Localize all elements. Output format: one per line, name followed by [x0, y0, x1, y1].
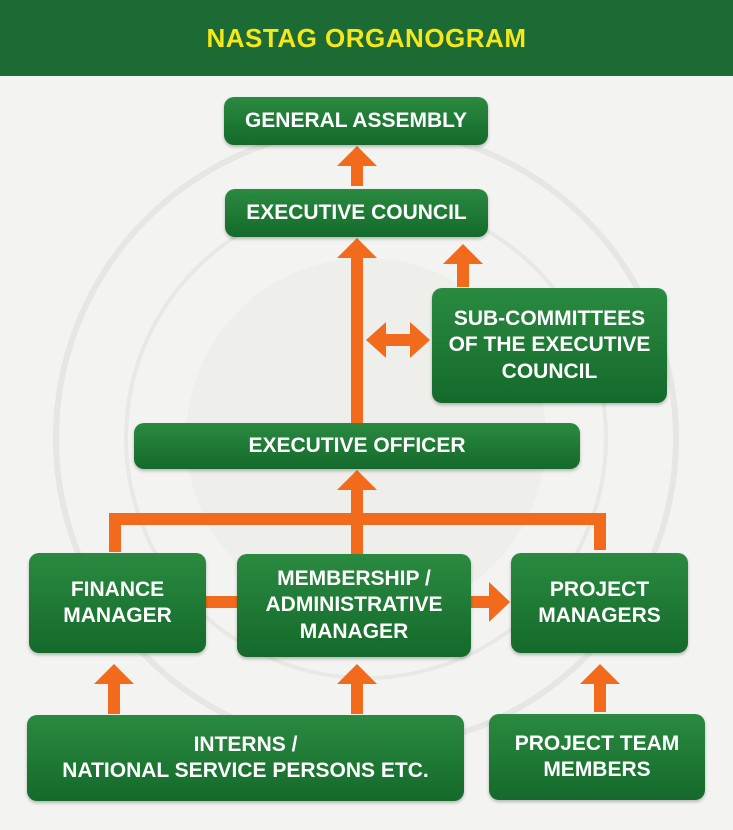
header-banner: NASTAG ORGANOGRAM — [0, 0, 733, 76]
project-managers-box: PROJECT MANAGERS — [511, 553, 688, 653]
executive-officer-box: EXECUTIVE OFFICER — [134, 423, 580, 469]
page-title: NASTAG ORGANOGRAM — [206, 22, 527, 53]
sub-committees-box: SUB-COMMITTEES OF THE EXECUTIVE COUNCIL — [432, 288, 667, 403]
interns-box: INTERNS / NATIONAL SERVICE PERSONS ETC. — [27, 715, 464, 801]
membership-administrative-manager-box: MEMBERSHIP / ADMINISTRATIVE MANAGER — [237, 554, 471, 657]
executive-council-box: EXECUTIVE COUNCIL — [225, 189, 488, 237]
project-team-members-box: PROJECT TEAM MEMBERS — [489, 714, 705, 800]
general-assembly-box: GENERAL ASSEMBLY — [224, 97, 488, 145]
finance-manager-box: FINANCE MANAGER — [29, 553, 206, 653]
